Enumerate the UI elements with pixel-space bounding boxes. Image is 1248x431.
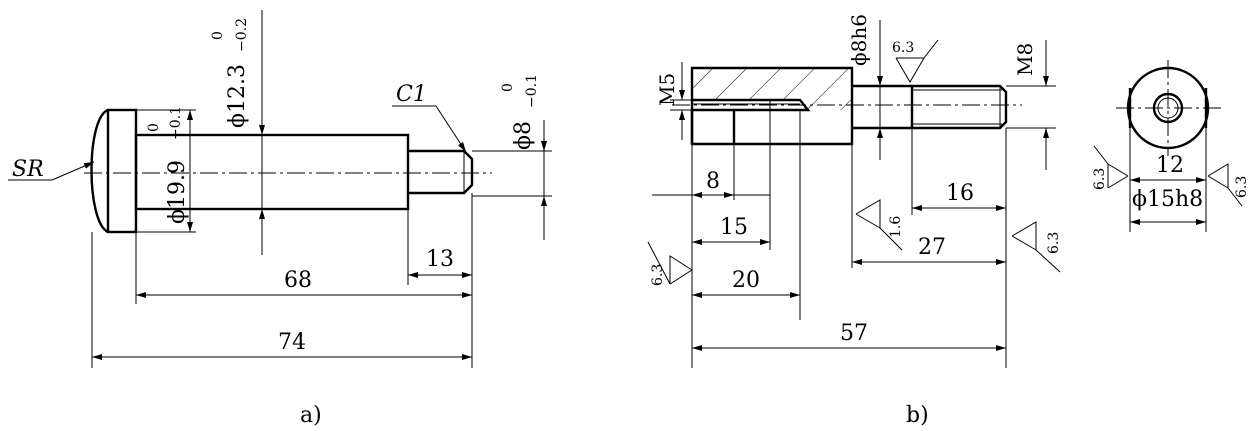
- dia-8h6-label: ϕ8h6: [847, 14, 871, 66]
- dia-15h8-label: ϕ15h8: [1132, 187, 1203, 212]
- dia-head-label: ϕ19.9: [165, 160, 190, 224]
- dia-shaft-tol-lower: −0.2: [234, 18, 250, 52]
- m5-label: M5: [655, 73, 679, 106]
- rough-top-label: 6.3: [892, 40, 914, 56]
- rough-left-b-label: 6.3: [650, 264, 666, 286]
- dia-end-tol-upper: 0: [500, 83, 516, 92]
- dia-shaft-label: ϕ12.3: [225, 64, 250, 128]
- len-20-label: 20: [732, 268, 760, 293]
- dia-shaft-tol-upper: 0: [210, 31, 226, 40]
- len-13-label: 13: [426, 247, 454, 272]
- sr-label: SR: [12, 157, 44, 182]
- len-12-label: 12: [1156, 153, 1184, 178]
- len-68-label: 68: [284, 268, 312, 293]
- dia-head-tol-lower: −0.1: [168, 106, 184, 140]
- rough-16-label: 1.6: [888, 216, 904, 238]
- rough-left-c-label: 6.3: [1092, 168, 1108, 190]
- part-c: 12 ϕ15h8 6.3 6.3: [1092, 60, 1248, 232]
- part-a-dome: [90, 108, 109, 234]
- caption-b: b): [906, 403, 929, 428]
- len-74-label: 74: [278, 330, 306, 355]
- dia-end-tol-lower: −0.1: [524, 74, 540, 108]
- len-16-label: 16: [946, 181, 974, 206]
- dia-end-label: ϕ8: [511, 121, 536, 150]
- chamfer-label: C1: [396, 82, 427, 107]
- part-b: M5 ϕ8h6 6.3 M8 8 15 20: [647, 14, 1062, 428]
- rough-right-b-label: 6.3: [1046, 232, 1062, 254]
- len-15-label: 15: [720, 215, 748, 240]
- len-57-label: 57: [840, 321, 868, 346]
- part-a: SR ϕ19.9 0 −0.1 ϕ12.3 0 −0.2 C1 ϕ8 0 −0.…: [8, 10, 552, 428]
- len-27-label: 27: [918, 235, 946, 260]
- part-b-pin: [852, 84, 1008, 130]
- dia-head-tol-upper: 0: [146, 123, 162, 132]
- caption-a: a): [300, 403, 322, 428]
- part-a-shaft: [134, 133, 410, 211]
- part-a-end-pin: [408, 149, 474, 195]
- rough-right-c-label: 6.3: [1234, 176, 1248, 198]
- len-8-label: 8: [706, 169, 720, 194]
- part-a-head: [106, 108, 138, 234]
- m8-label: M8: [1013, 43, 1037, 76]
